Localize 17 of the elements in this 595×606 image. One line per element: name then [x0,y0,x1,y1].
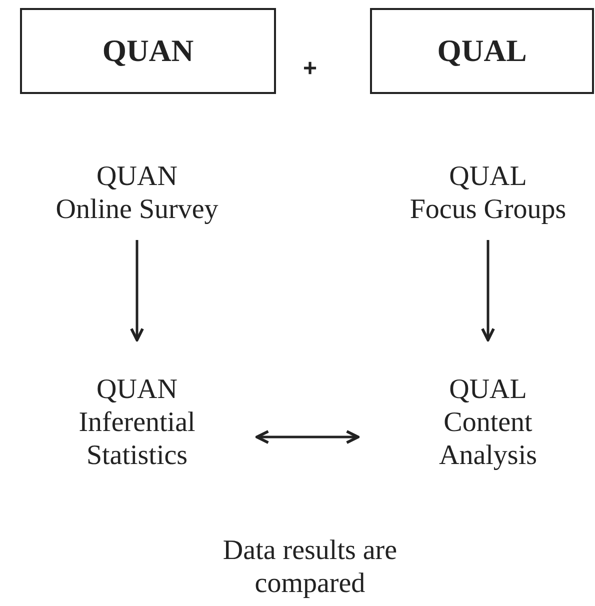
method-label: QUAN [96,373,178,406]
double-arrow [256,430,360,444]
method-description: Inferential Statistics [78,406,196,472]
arrow [481,240,495,342]
label-box [20,8,276,94]
method-description: Online Survey [54,193,220,226]
plus-sign: + [302,54,318,84]
method-label: QUAL [448,160,528,193]
method-description: Focus Groups [408,193,568,226]
method-label: QUAL [448,373,528,406]
method-label: QUAN [96,160,178,193]
arrow [130,240,144,342]
box-title: QUAL [437,33,527,69]
method-description: Content Analysis [438,406,538,472]
note-text: Data results are compared [222,534,398,600]
box-title: QUAN [102,33,194,69]
label-box [370,8,594,94]
